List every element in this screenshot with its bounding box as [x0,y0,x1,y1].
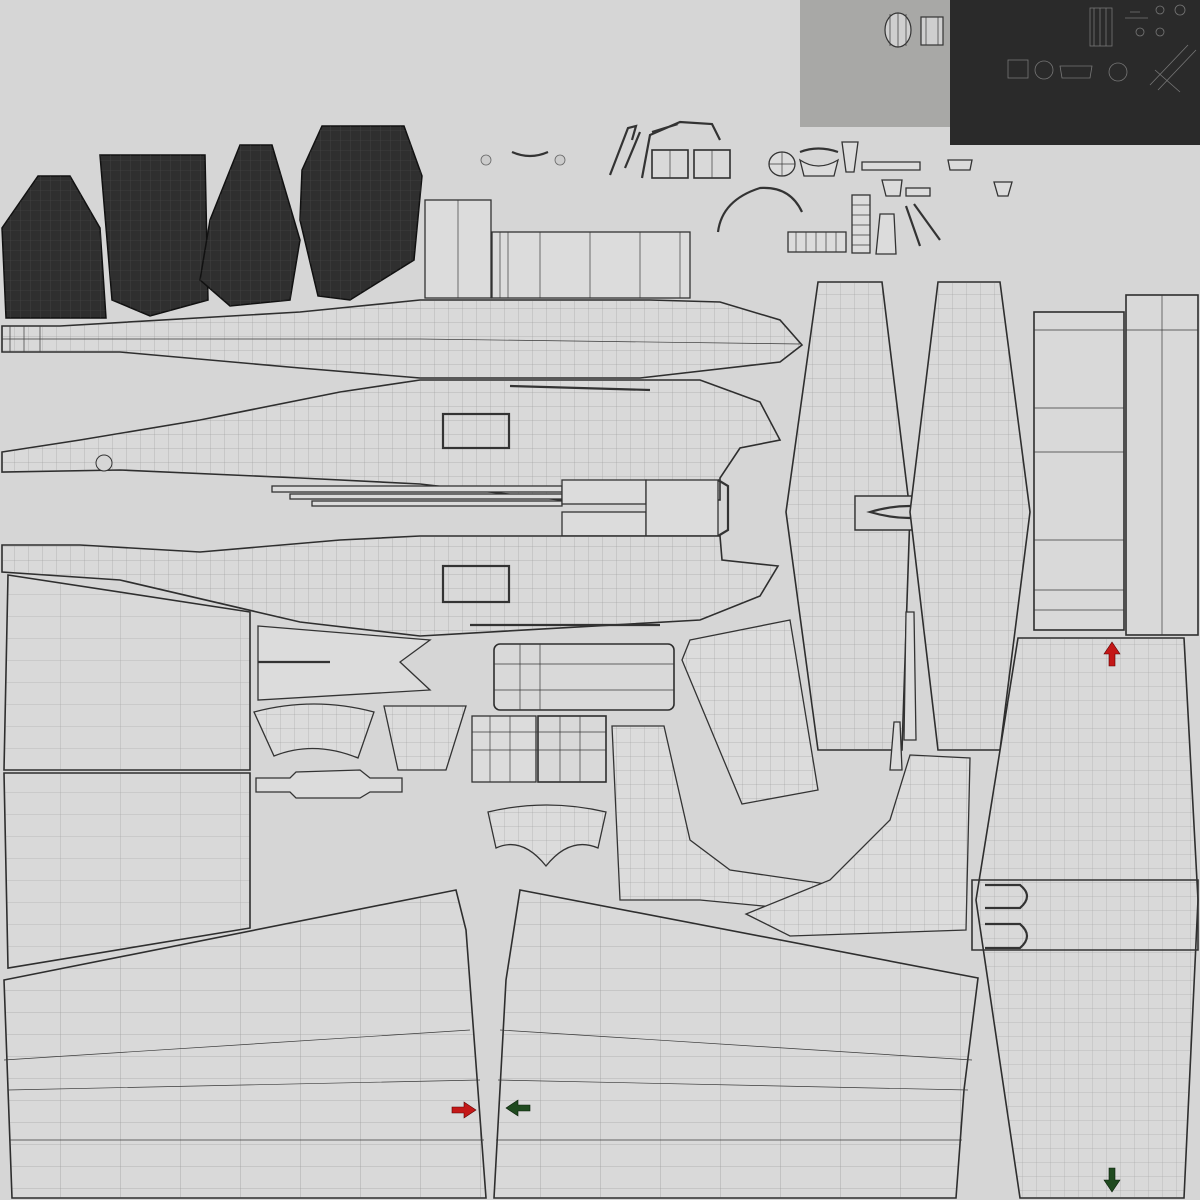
black-swatch [950,0,1200,145]
fuselage-side-upper-part [1,379,782,501]
arrow-up-red-icon [1103,641,1121,667]
nacelle-part [493,643,675,711]
block-part [920,16,944,46]
fuselage-side-lower-part [1,535,780,637]
stabilizer-right-part [909,281,1031,751]
window-cutout-2 [441,564,511,604]
wing-left-part [3,889,487,1199]
stringer-parts [271,479,730,537]
tailplane-part [971,637,1199,1199]
window-cutout-1 [441,412,511,450]
dark-parts-group [1,125,423,319]
fin-parts-group [611,725,971,937]
small-parts-group [424,120,1013,299]
center-parts-group [253,619,819,868]
markers-group [451,641,1121,1193]
side-panels-group [1033,294,1199,636]
arrow-down-green-icon [1103,1167,1121,1193]
panel-strip-part [491,231,691,299]
stabilizer-left-part [785,281,969,751]
wing-right-part [493,889,979,1199]
rudder-strip-part [903,611,917,741]
flap-panels-group [3,574,251,969]
arrow-left-green-icon [505,1099,531,1117]
swatch-area [800,0,1200,145]
dark-swatch-parts [1007,4,1197,93]
arrow-right-red-icon [451,1101,477,1119]
fuselage-top-part [1,299,804,379]
